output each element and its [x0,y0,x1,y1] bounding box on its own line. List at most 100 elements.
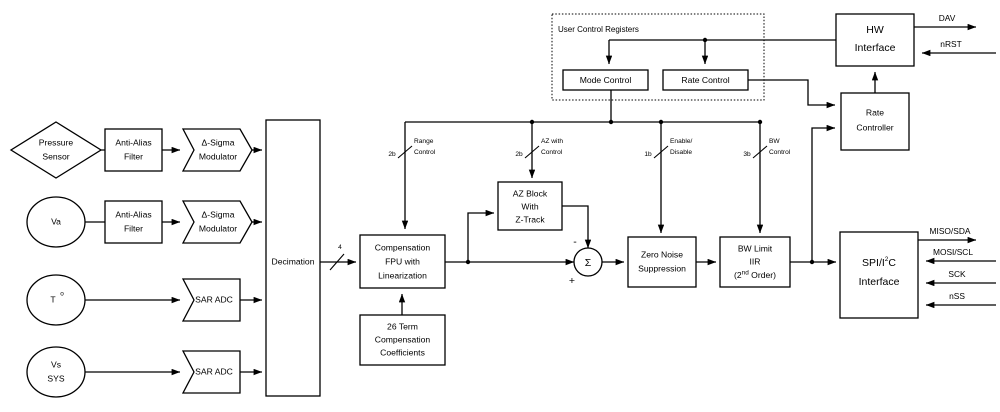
va-label: Va [51,216,61,226]
bw-limit-label-line1: BW Limit [738,243,773,253]
block-sar-adc-2[interactable] [181,350,241,394]
az-control-label-line1: AZ with [541,138,563,145]
source-vs-sys[interactable] [26,346,86,398]
pin-label-sck: SCK [948,269,966,279]
coefficients-label-line2: Compensation [375,334,431,344]
source-pressure-sensor[interactable] [9,121,103,179]
bw-limit-order-prefix: (2 [734,270,742,280]
enable-disable-label-line1: Enable/ [670,138,693,145]
bw-limit-order-suffix: Order) [749,270,776,280]
block-mode-control[interactable] [562,69,649,91]
az-control-bits: 2b [515,151,523,158]
block-az-z-track[interactable] [497,181,563,231]
aaf1-label-line2: Filter [124,151,143,161]
wire-rate-control-to-rate-controller [748,79,836,109]
compensation-fpu-label-line3: Linearization [378,270,427,280]
decimation-bus-width: 4 [338,244,342,251]
junction-control-bus-mode [608,119,614,125]
user-control-registers-group [551,13,765,101]
enable-disable-label-line2: Disable [670,149,692,156]
bw-control-label-line2: Control [769,149,791,156]
bus-slash-range [397,145,413,159]
range-control-label-line1: Range [414,138,434,145]
block-sar-adc-1[interactable] [181,278,241,322]
block-delta-sigma-modulator-1[interactable] [181,128,253,172]
aaf1-label-line1: Anti-Alias [115,137,151,147]
enable-disable-bits: 1b [644,151,652,158]
bw-control-label-line1: BW [769,138,780,145]
spi-i2c-label-line1: SPI/I2C [862,256,896,269]
pin-label-nrst: nRST [940,39,961,49]
spi-i2c-superscript: 2 [885,256,889,263]
pressure-sensor-label-line1: Pressure [39,137,74,147]
block-hw-interface[interactable] [835,13,915,67]
vs-sys-label-line2: SYS [47,373,64,383]
summing-junction-minus-sign: - [573,236,577,248]
mod1-label-line1: Δ-Sigma [202,137,235,147]
spi-i2c-label-line2: Interface [859,276,900,288]
rate-control-label: Rate Control [681,75,729,85]
rate-controller-label-line2: Controller [856,122,893,132]
bw-limit-label-line2: IIR [750,256,761,266]
bw-limit-order-superscript: nd [742,269,750,276]
vs-sys-label-line1: Vs [51,359,61,369]
user-control-registers-label: User Control Registers [558,25,639,34]
range-control-bits: 2b [388,151,396,158]
pin-label-miso-sda: MISO/SDA [930,226,971,236]
decimation-label: Decimation [272,256,315,266]
pin-label-dav: DAV [939,13,956,23]
pin-label-mosi-scl: MOSI/SCL [933,247,973,257]
spi-i2c-prefix: SPI/I [862,257,885,269]
bw-control-bits: 3b [743,151,751,158]
spi-i2c-suffix: C [888,257,896,269]
source-t-deg[interactable] [26,274,86,326]
block-compensation-fpu[interactable] [359,234,446,289]
block-compensation-coefficients[interactable] [359,314,446,366]
bus-slash-enable [653,145,669,159]
wire-fpu-to-az-block [467,209,495,262]
block-decimation[interactable] [265,119,321,397]
rate-controller-label-line1: Rate [866,107,884,117]
compensation-fpu-label-line1: Compensation [375,242,431,252]
sar-adc-1-label: SAR ADC [195,294,233,304]
block-spi-i2c-interface[interactable] [839,231,919,319]
mod1-label-line2: Modulator [199,151,237,161]
compensation-fpu-label-line2: FPU with [385,256,420,266]
mode-control-label: Mode Control [580,75,632,85]
bus-slash-4 [329,253,345,271]
hw-interface-label-line2: Interface [855,42,896,54]
range-control-label-line2: Control [414,149,436,156]
sar-adc-2-label: SAR ADC [195,366,233,376]
aaf2-label-line2: Filter [124,223,143,233]
block-zero-noise-suppression[interactable] [627,236,697,288]
bw-limit-label-line3: (2nd Order) [734,269,776,280]
az-block-label-line3: Z-Track [515,214,545,224]
block-rate-controller[interactable] [840,92,910,151]
summing-junction-symbol: Σ [585,257,592,269]
summing-junction-plus-sign: + [569,275,575,287]
bus-slash-bw [752,145,768,159]
pin-label-nss: nSS [949,291,965,301]
coefficients-label-line3: Coefficients [380,347,425,357]
t-deg-label: T [50,294,56,304]
block-delta-sigma-modulator-2[interactable] [181,200,253,244]
zero-noise-label-line1: Zero Noise [641,249,683,259]
az-block-label-line2: With [521,201,538,211]
pressure-sensor-label-line2: Sensor [42,151,69,161]
zero-noise-label-line2: Suppression [638,263,686,273]
block-anti-alias-filter-1[interactable] [104,128,163,172]
hw-interface-label-line1: HW [866,24,884,36]
junction-top-bus [702,37,708,43]
wire-bw-limit-to-rate-controller [811,124,836,262]
az-control-label-line2: Control [541,149,563,156]
coefficients-label-line1: 26 Term [387,321,418,331]
bus-slash-az [524,145,540,159]
mod2-label-line2: Modulator [199,223,237,233]
mod2-label-line1: Δ-Sigma [202,209,235,219]
wire-az-to-sum-minus [562,205,592,249]
t-deg-superscript: o [60,291,64,298]
aaf2-label-line1: Anti-Alias [115,209,151,219]
block-anti-alias-filter-2[interactable] [104,200,163,244]
